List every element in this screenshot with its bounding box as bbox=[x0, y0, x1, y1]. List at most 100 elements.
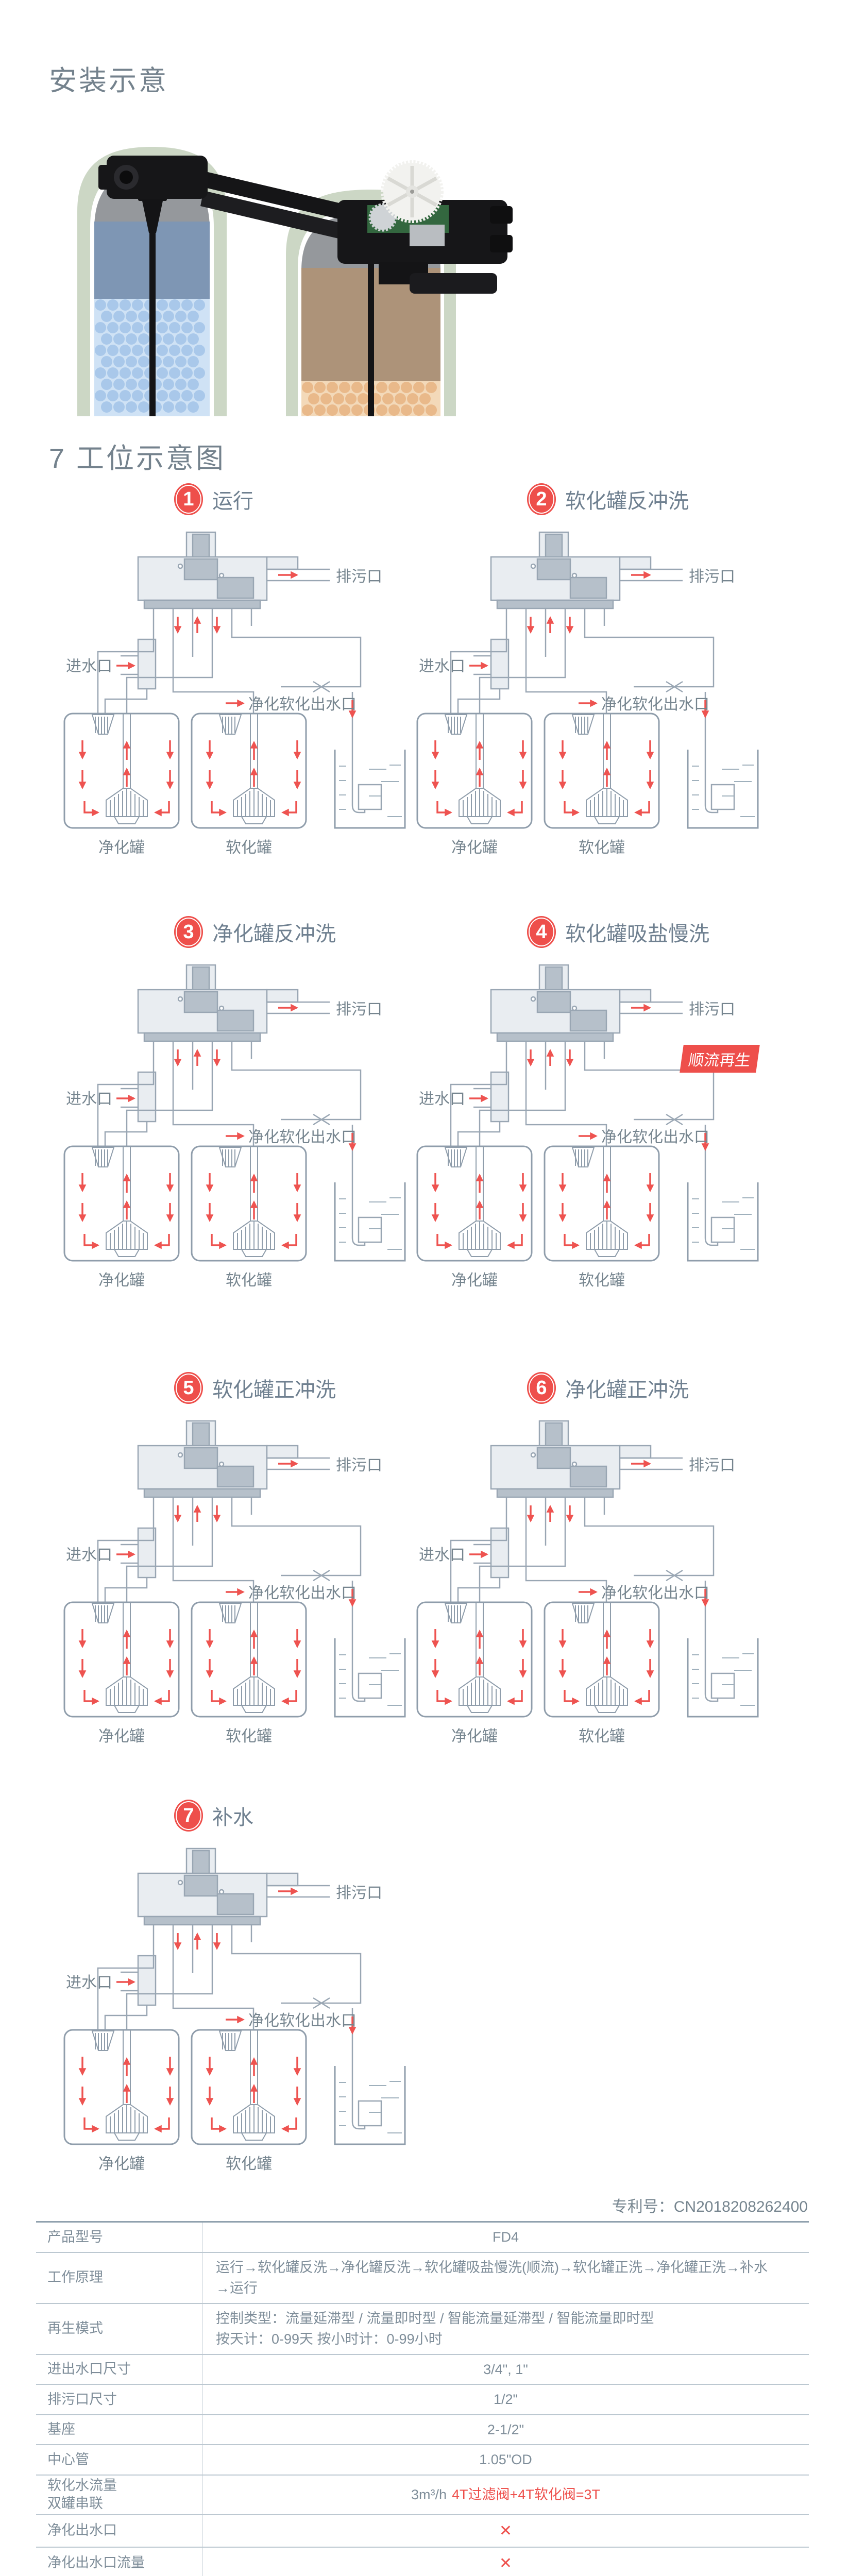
soften-tank-label: 软化罐 bbox=[579, 1728, 625, 1745]
outlet-port-label: 净化软化出水口 bbox=[248, 696, 357, 713]
step-badge: 5 bbox=[174, 1372, 203, 1404]
diagram-title: 软化罐反冲洗 bbox=[565, 490, 689, 513]
valve-schematic: 排污口 进水口 净化软化出水口 bbox=[374, 961, 765, 1280]
drain-port-label: 排污口 bbox=[336, 1457, 382, 1474]
diagram-brine-slow-rinse: 4 软化罐吸盐慢洗 排污口 进水口 净化软化出水口 顺流再生 净化罐 软化罐 bbox=[374, 907, 765, 1334]
spec-label: 再生模式 bbox=[36, 2303, 202, 2354]
outlet-port-label: 净化软化出水口 bbox=[248, 1585, 357, 1602]
outlet-port-label: 净化软化出水口 bbox=[601, 696, 709, 713]
inlet-port-label: 进水口 bbox=[66, 1091, 112, 1108]
outlet-port-label: 净化软化出水口 bbox=[248, 1129, 357, 1146]
purify-tank-label: 净化罐 bbox=[98, 2156, 145, 2173]
spec-label: 净化出水口 bbox=[36, 2515, 202, 2547]
diagram-title: 软化罐正冲洗 bbox=[212, 1379, 336, 1401]
step-badge: 2 bbox=[527, 483, 556, 515]
inlet-port-label: 进水口 bbox=[419, 658, 465, 675]
soften-tank-label: 软化罐 bbox=[579, 1272, 625, 1289]
diagram-title: 运行 bbox=[212, 490, 253, 513]
spec-label: 净化出水口流量 bbox=[36, 2547, 202, 2576]
spec-value: FD4 bbox=[492, 2229, 519, 2245]
table-row: 基座 2-1/2" bbox=[36, 2415, 809, 2445]
purify-tank-label: 净化罐 bbox=[451, 1272, 498, 1289]
spec-value-unavailable: ✕ bbox=[499, 2554, 513, 2572]
spec-label: 基座 bbox=[36, 2415, 202, 2444]
step-badge: 4 bbox=[527, 916, 556, 948]
drain-port-label: 排污口 bbox=[689, 568, 735, 585]
flow-rate-note: 4T过滤阀+4T软化阀=3T bbox=[451, 2486, 601, 2502]
diagram-title: 净化罐反冲洗 bbox=[212, 923, 336, 945]
drain-port-label: 排污口 bbox=[336, 1885, 382, 1902]
valve-schematic: 排污口 进水口 净化软化出水口 bbox=[21, 528, 412, 848]
diagram-soften-backwash: 2 软化罐反冲洗 排污口 进水口 净化软化出水口 净化罐 软化罐 bbox=[374, 474, 765, 902]
diagram-soften-fast-rinse: 5 软化罐正冲洗 排污口 进水口 净化软化出水口 净化罐 软化罐 bbox=[21, 1363, 412, 1790]
diagram-purify-backwash: 3 净化罐反冲洗 排污口 进水口 净化软化出水口 净化罐 软化罐 bbox=[21, 907, 412, 1334]
cocurrent-regen-badge: 顺流再生 bbox=[680, 1045, 760, 1073]
table-row: 产品型号 FD4 bbox=[36, 2223, 809, 2253]
purify-tank-label: 净化罐 bbox=[98, 1728, 145, 1745]
table-row: 排污口尺寸 1/2" bbox=[36, 2385, 809, 2415]
purify-tank-label: 净化罐 bbox=[451, 1728, 498, 1745]
step-badge: 7 bbox=[174, 1800, 203, 1832]
drain-port-label: 排污口 bbox=[336, 1001, 382, 1018]
soften-tank-label: 软化罐 bbox=[226, 2156, 272, 2173]
table-row: 再生模式 控制类型：流量延滞型 / 流量即时型 / 智能流量延滞型 / 智能流量… bbox=[36, 2303, 809, 2355]
spec-value: 运行→软化罐反洗→净化罐反洗→软化罐吸盐慢洗(顺流)→软化罐正洗→净化罐正洗→补… bbox=[216, 2259, 768, 2296]
valve-schematic: 排污口 进水口 净化软化出水口 bbox=[374, 528, 765, 848]
soften-tank-label: 软化罐 bbox=[226, 839, 272, 856]
spec-value: 2-1/2" bbox=[487, 2421, 524, 2437]
inlet-port-label: 进水口 bbox=[66, 658, 112, 675]
inlet-port-label: 进水口 bbox=[419, 1547, 465, 1564]
spec-value-unavailable: ✕ bbox=[499, 2522, 513, 2539]
step-badge: 3 bbox=[174, 916, 203, 948]
drain-port-label: 排污口 bbox=[689, 1001, 735, 1018]
outlet-port-label: 净化软化出水口 bbox=[601, 1585, 709, 1602]
spec-label: 软化水流量 双罐串联 bbox=[36, 2475, 202, 2514]
spec-label: 工作原理 bbox=[36, 2252, 202, 2303]
table-row: 净化出水口 ✕ bbox=[36, 2515, 809, 2548]
diagram-title: 净化罐正冲洗 bbox=[565, 1379, 689, 1401]
diagram-title: 软化罐吸盐慢洗 bbox=[565, 923, 709, 945]
step-badge: 1 bbox=[174, 483, 203, 515]
spec-value: 1/2" bbox=[493, 2392, 518, 2407]
purify-tank-label: 净化罐 bbox=[451, 839, 498, 856]
spec-label: 排污口尺寸 bbox=[36, 2385, 202, 2414]
spec-label: 中心管 bbox=[36, 2445, 202, 2475]
flow-rate-value: 3m³/h bbox=[411, 2486, 447, 2502]
valve-schematic: 排污口 进水口 净化软化出水口 bbox=[374, 1417, 765, 1736]
soften-tank-label: 软化罐 bbox=[579, 839, 625, 856]
table-row: 进出水口尺寸 3/4", 1" bbox=[36, 2354, 809, 2385]
diagram-run: 1 运行 排污口 进水口 净化软化出水口 净化罐 软化罐 bbox=[21, 474, 412, 902]
spec-value: 3/4", 1" bbox=[483, 2361, 528, 2377]
spec-value: 1.05"OD bbox=[479, 2452, 532, 2467]
patent-number: 专利号：CN2018208262400 bbox=[612, 2198, 808, 2215]
table-row: 工作原理 运行→软化罐反洗→净化罐反洗→软化罐吸盐慢洗(顺流)→软化罐正洗→净化… bbox=[36, 2252, 809, 2304]
diagram-refill: 7 补水 排污口 进水口 净化软化出水口 净化罐 软化罐 bbox=[21, 1790, 412, 2218]
install-title: 安装示意 bbox=[49, 65, 168, 96]
drain-port-label: 排污口 bbox=[336, 568, 382, 585]
outlet-port-label: 净化软化出水口 bbox=[248, 2012, 357, 2029]
spec-table: 产品型号 FD4 工作原理 运行→软化罐反洗→净化罐反洗→软化罐吸盐慢洗(顺流)… bbox=[36, 2221, 809, 2576]
product-photo bbox=[77, 147, 513, 416]
valve-schematic: 排污口 进水口 净化软化出水口 bbox=[21, 961, 412, 1280]
soften-tank-label: 软化罐 bbox=[226, 1728, 272, 1745]
table-row: 中心管 1.05"OD bbox=[36, 2445, 809, 2476]
outlet-port-label: 净化软化出水口 bbox=[601, 1129, 709, 1146]
drain-port-label: 排污口 bbox=[689, 1457, 735, 1474]
valve-schematic: 排污口 进水口 净化软化出水口 bbox=[21, 1844, 412, 2164]
soften-tank-label: 软化罐 bbox=[226, 1272, 272, 1289]
spec-label: 进出水口尺寸 bbox=[36, 2354, 202, 2384]
purify-tank-label: 净化罐 bbox=[98, 1272, 145, 1289]
table-row: 软化水流量 双罐串联 3m³/h 4T过滤阀+4T软化阀=3T bbox=[36, 2475, 809, 2515]
table-row: 净化出水口流量 ✕ bbox=[36, 2547, 809, 2576]
purify-tank-label: 净化罐 bbox=[98, 839, 145, 856]
spec-value: 3m³/h 4T过滤阀+4T软化阀=3T bbox=[202, 2476, 809, 2514]
inlet-port-label: 进水口 bbox=[419, 1091, 465, 1108]
stations-title: 7 工位示意图 bbox=[49, 443, 226, 474]
valve-manifold bbox=[98, 156, 513, 294]
valve-schematic: 排污口 进水口 净化软化出水口 bbox=[21, 1417, 412, 1736]
inlet-port-label: 进水口 bbox=[66, 1547, 112, 1564]
spec-label: 产品型号 bbox=[36, 2223, 202, 2252]
diagram-title: 补水 bbox=[212, 1806, 253, 1829]
